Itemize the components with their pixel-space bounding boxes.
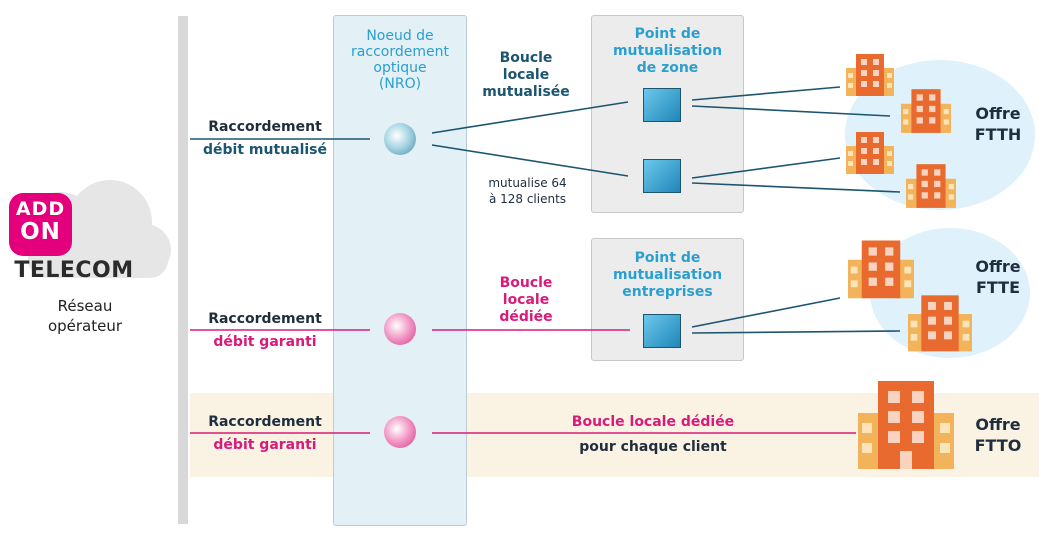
loop-dediee-label: Boucle locale dédiée	[468, 275, 584, 326]
loop-dediee-line2: locale	[502, 292, 550, 308]
pm-ent-title: Point de mutualisation entreprises	[591, 250, 744, 301]
pm-ent-line2: mutualisation	[612, 267, 723, 283]
loop-mutualise-note-line1: mutualise 64	[488, 176, 567, 190]
nro-title-line4: (NRO)	[378, 76, 422, 92]
nro-node-dediee	[384, 313, 416, 345]
loop-dediee-line1: Boucle	[499, 275, 553, 291]
logo-add: ADD	[15, 198, 66, 220]
pm-zone-title: Point de mutualisation de zone	[591, 26, 744, 77]
loop-ftto-title: Boucle locale dédiée	[548, 415, 758, 430]
pm-ent-cabinet	[643, 314, 681, 348]
operator-label-line1: Réseau	[57, 297, 113, 315]
offer-ftto: Offre FTTO	[960, 414, 1036, 456]
nro-to-pm-bottom-line	[431, 144, 629, 177]
offer-ftte-line1: Offre	[975, 257, 1021, 276]
loop-dediee-line3: dédiée	[499, 309, 553, 325]
logo-on: ON	[20, 219, 61, 245]
offer-ftth: Offre FTTH	[960, 103, 1036, 145]
ftte-building-2-icon	[908, 295, 972, 352]
nro-node-ftto	[384, 416, 416, 448]
logo-mark: ADD ON	[9, 193, 72, 256]
pm-ent-line3: entreprises	[622, 284, 713, 300]
row2-conn-title: Raccordement	[208, 311, 322, 327]
ftth-building-4-icon	[906, 164, 956, 208]
pm-zone-cabinet-1	[643, 88, 681, 122]
offer-ftth-line2: FTTH	[974, 125, 1022, 144]
row1-conn-title: Raccordement	[208, 119, 322, 135]
loop-mutualisee-line1: Boucle	[499, 50, 553, 66]
pm-zone-line2: mutualisation	[612, 43, 723, 59]
logo-telecom: TELECOM	[14, 258, 134, 283]
loop-mutualisee-line2: locale	[502, 67, 550, 83]
pm-zone-line3: de zone	[636, 60, 699, 76]
offer-ftto-line2: FTTO	[974, 436, 1022, 455]
ftte-building-1-icon	[848, 240, 914, 299]
operator-label: Réseau opérateur	[30, 296, 140, 336]
offer-ftte: Offre FTTE	[960, 256, 1036, 298]
row3-conn-title: Raccordement	[208, 414, 322, 430]
loop-mutualisee-label: Boucle locale mutualisée	[468, 50, 584, 101]
nro-to-pm-top-line	[431, 101, 629, 134]
loop-mutualise-note-line2: à 128 clients	[488, 192, 567, 206]
pm-ent-line1: Point de	[634, 250, 701, 266]
nro-title: Noeud de raccordement optique (NRO)	[333, 28, 467, 92]
ftte-link-2	[691, 330, 901, 334]
row2-conn-label: Raccordement débit garanti	[190, 312, 340, 349]
operator-label-line2: opérateur	[47, 317, 123, 335]
ftth-link-1	[691, 86, 841, 101]
nro-node-mutualise	[384, 123, 416, 155]
ftth-link-4	[691, 182, 901, 193]
pm-zone-cabinet-2	[643, 159, 681, 193]
ftte-link-1	[691, 297, 841, 328]
nro-title-line2: raccordement	[351, 44, 449, 60]
ftth-building-3-icon	[846, 132, 894, 174]
loop-ftto-sub: pour chaque client	[548, 440, 758, 455]
row3-conn-label: Raccordement débit garanti	[190, 415, 340, 452]
operator-network-bar	[178, 16, 188, 524]
nro-title-line1: Noeud de	[366, 28, 434, 44]
ftth-link-2	[691, 105, 891, 117]
ftth-link-3	[691, 157, 841, 179]
row3-conn-sub: débit garanti	[213, 436, 317, 453]
ftto-building-icon	[858, 381, 954, 469]
offer-ftte-line2: FTTE	[975, 278, 1021, 297]
row1-conn-sub: débit mutualisé	[203, 141, 327, 158]
ftth-building-2-icon	[901, 89, 951, 133]
row1-conn-label: Raccordement débit mutualisé	[190, 120, 340, 157]
loop-mutualise-note: mutualise 64 à 128 clients	[465, 175, 590, 207]
loop-mutualisee-line3: mutualisée	[482, 84, 570, 100]
ftth-building-1-icon	[846, 54, 894, 96]
nro-title-line3: optique	[373, 60, 427, 76]
offer-ftth-line1: Offre	[975, 104, 1021, 123]
row2-conn-sub: débit garanti	[213, 333, 317, 350]
offer-ftto-line1: Offre	[975, 415, 1021, 434]
pm-zone-line1: Point de	[634, 26, 701, 42]
